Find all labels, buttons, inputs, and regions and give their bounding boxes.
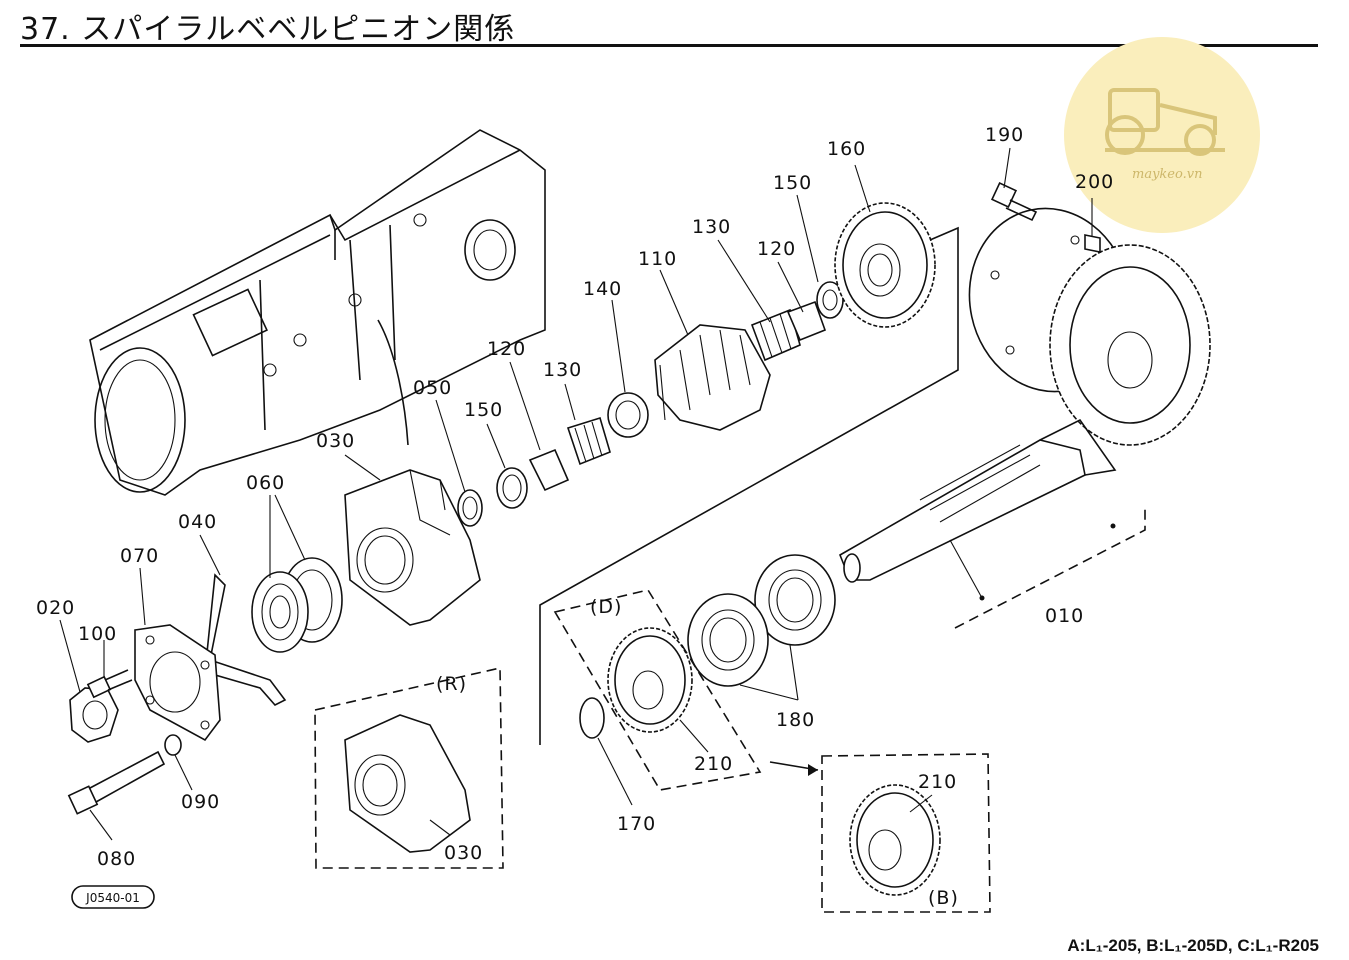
label-210-d: 210 bbox=[694, 753, 733, 775]
label-180: 180 bbox=[776, 709, 815, 731]
part-150-washer bbox=[496, 467, 528, 509]
label-080: 080 bbox=[97, 848, 136, 870]
label-030-main: 030 bbox=[316, 430, 355, 452]
variant-label-r: (R) bbox=[436, 673, 467, 695]
label-090: 090 bbox=[181, 791, 220, 813]
label-140: 140 bbox=[583, 278, 622, 300]
part-060-bearing bbox=[251, 557, 343, 653]
page-title: 37. スパイラルベベルピニオン関係 bbox=[20, 12, 516, 47]
part-140-bearing bbox=[607, 392, 649, 438]
assembly-bracket-010 bbox=[954, 505, 1146, 629]
label-100: 100 bbox=[78, 623, 117, 645]
part-120-collar bbox=[528, 448, 570, 492]
watermark-logo: maykeo.vn bbox=[1064, 37, 1260, 233]
part-210-gear-d bbox=[607, 627, 693, 733]
variant-box-d bbox=[553, 589, 762, 791]
label-040: 040 bbox=[178, 511, 217, 533]
label-170: 170 bbox=[617, 813, 656, 835]
variant-label-d: (D) bbox=[590, 596, 622, 618]
part-030-bracket bbox=[344, 469, 481, 626]
part-bevel-ring-gear bbox=[968, 207, 1211, 446]
label-130-lower: 130 bbox=[543, 359, 582, 381]
label-190: 190 bbox=[985, 124, 1024, 146]
part-190-bolt bbox=[990, 181, 1038, 222]
part-090-washer bbox=[164, 734, 182, 756]
label-210-b: 210 bbox=[918, 771, 957, 793]
variant-box-b bbox=[821, 753, 991, 913]
model-footnote: A:L₁-205, B:L₁-205D, C:L₁-R205 bbox=[1067, 936, 1319, 955]
part-130-needle-bearing bbox=[566, 416, 611, 466]
part-070-flange bbox=[134, 624, 221, 742]
part-180-bearing bbox=[687, 554, 836, 687]
part-170-snap-ring bbox=[579, 697, 605, 739]
label-110: 110 bbox=[638, 248, 677, 270]
label-060: 060 bbox=[246, 472, 285, 494]
label-010: 010 bbox=[1045, 605, 1084, 627]
part-080-bolt bbox=[67, 750, 166, 815]
label-160: 160 bbox=[827, 138, 866, 160]
part-120-collar-upper bbox=[786, 300, 827, 342]
arrow-to-b bbox=[769, 761, 819, 776]
label-120-lower: 120 bbox=[487, 338, 526, 360]
part-130-needle-bearing-upper bbox=[750, 308, 801, 362]
label-050: 050 bbox=[413, 377, 452, 399]
transmission-housing bbox=[89, 129, 546, 496]
label-150-upper: 150 bbox=[773, 172, 812, 194]
title-underline bbox=[20, 44, 1318, 47]
label-070: 070 bbox=[120, 545, 159, 567]
part-030-bracket-r bbox=[344, 714, 471, 853]
part-160-gear bbox=[834, 202, 936, 328]
label-200: 200 bbox=[1075, 171, 1114, 193]
assembly-frame bbox=[539, 226, 959, 745]
part-100-bolt bbox=[86, 669, 133, 699]
label-120-upper: 120 bbox=[757, 238, 796, 260]
label-150-lower: 150 bbox=[464, 399, 503, 421]
label-030-r: 030 bbox=[444, 842, 483, 864]
drawing-code-badge: J0540-01 bbox=[71, 885, 155, 909]
part-010-pinion-shaft bbox=[838, 418, 1117, 583]
part-050-seal bbox=[457, 489, 483, 527]
variant-label-b: (B) bbox=[928, 887, 959, 909]
leader-lines bbox=[59, 147, 1116, 841]
variant-box-r bbox=[314, 667, 504, 869]
part-200-pin bbox=[1084, 234, 1101, 253]
part-040-plate bbox=[204, 573, 287, 706]
part-210-gear-b bbox=[849, 784, 941, 896]
drawing-code: J0540-01 bbox=[85, 891, 140, 905]
label-130-upper: 130 bbox=[692, 216, 731, 238]
watermark-text: maykeo.vn bbox=[1132, 167, 1202, 182]
label-020: 020 bbox=[36, 597, 75, 619]
part-110-gear bbox=[654, 324, 771, 431]
